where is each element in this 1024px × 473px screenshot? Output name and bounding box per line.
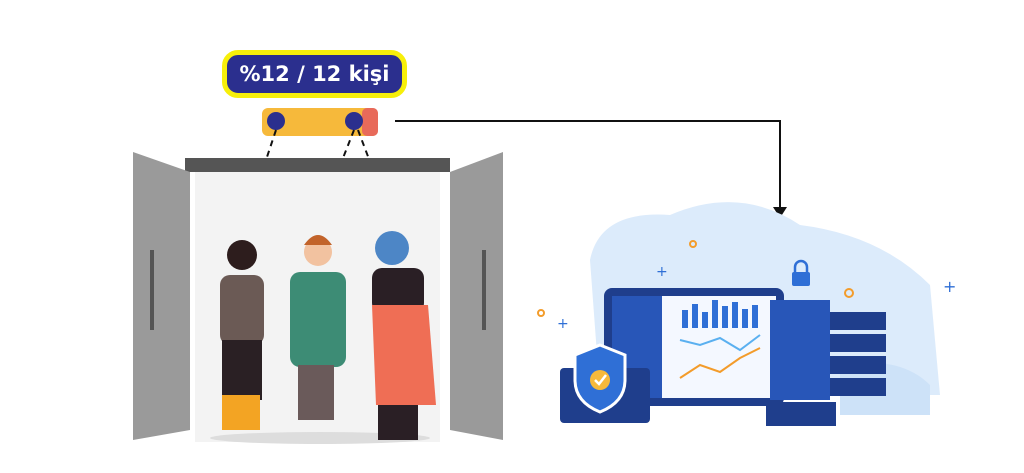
svg-text:+: + <box>557 316 569 332</box>
person-1 <box>220 240 264 430</box>
lock-icon <box>792 272 810 286</box>
analytics-dashboard: + + + <box>537 202 956 426</box>
person-2 <box>290 235 346 420</box>
svg-text:+: + <box>656 264 668 280</box>
occupancy-text: %12 / 12 kişi <box>239 62 390 86</box>
svg-text:+: + <box>943 277 956 296</box>
connection-arrow <box>395 120 781 215</box>
people-counter-camera <box>262 108 378 136</box>
occupancy-badge: %12 / 12 kişi <box>222 50 407 98</box>
person-3 <box>372 231 436 440</box>
